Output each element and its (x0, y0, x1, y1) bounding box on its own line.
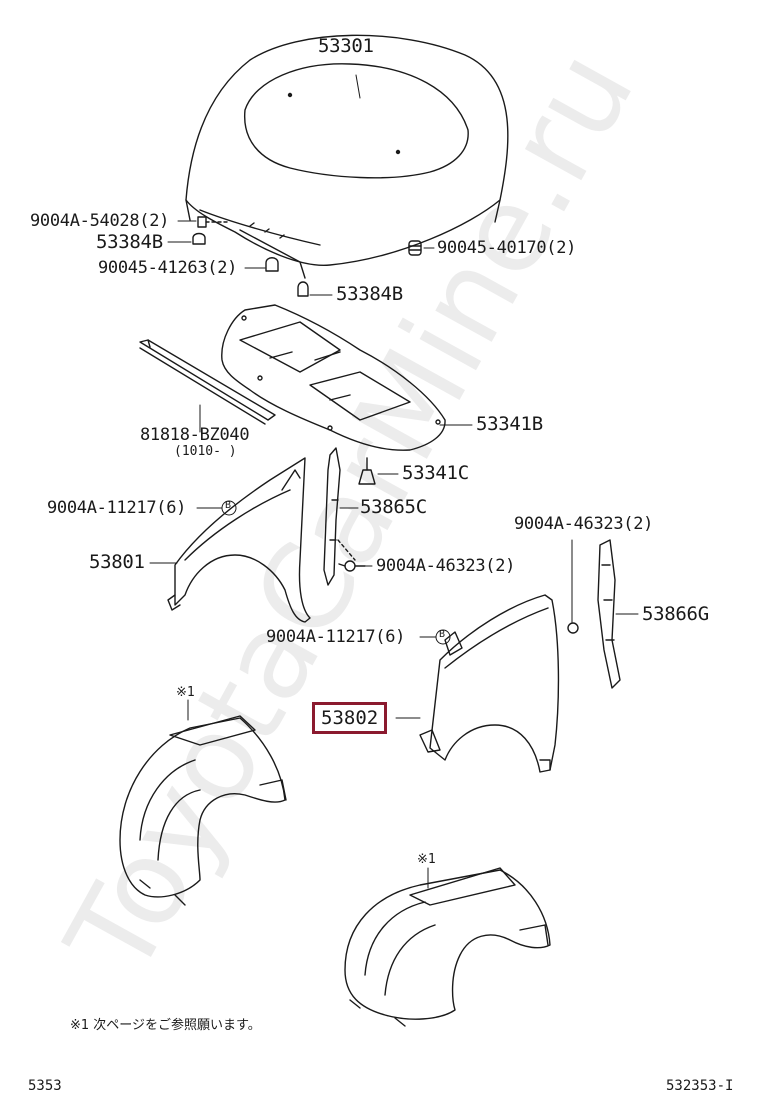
hood-fasteners[interactable] (192, 216, 422, 297)
part-label-90045-41263[interactable]: 90045-41263(2) (98, 258, 238, 278)
clip-53341c-drawing[interactable] (358, 457, 376, 485)
b-marker-circle-mid (435, 629, 451, 645)
part-label-9004a-54028[interactable]: 9004A-54028(2) (30, 211, 170, 231)
part-label-53384b-left[interactable]: 53384B (96, 231, 163, 253)
right-fender-liner-drawing[interactable] (344, 867, 551, 1027)
part-label-90045-40170[interactable]: 90045-40170(2) (437, 238, 577, 258)
b-marker-mid: B (439, 629, 446, 640)
part-label-53341c[interactable]: 53341C (402, 462, 469, 484)
hood-drawing[interactable] (185, 34, 509, 279)
leader-lines (149, 74, 639, 889)
part-label-9004a-46323-right[interactable]: 9004A-46323(2) (514, 514, 654, 534)
part-label-53866g[interactable]: 53866G (642, 603, 709, 625)
part-label-53341b[interactable]: 53341B (476, 413, 543, 435)
part-label-53301[interactable]: 53301 (318, 35, 374, 57)
part-label-53802-highlighted[interactable]: 53802 (312, 702, 388, 734)
bracket-53865c-drawing[interactable] (323, 447, 356, 586)
part-label-53865c[interactable]: 53865C (360, 496, 427, 518)
part-label-53801[interactable]: 53801 (89, 551, 145, 573)
bolt-46323-right-drawing[interactable] (567, 622, 579, 634)
bracket-53866g-drawing[interactable] (597, 539, 621, 689)
b-marker-circle-left (221, 500, 237, 516)
left-fender-drawing[interactable] (167, 457, 311, 623)
seal-drawing[interactable] (139, 339, 276, 425)
footer-left-code: 5353 (28, 1078, 62, 1094)
part-label-9004a-11217-left[interactable]: 9004A-11217(6) (47, 498, 187, 518)
insulator-drawing[interactable] (221, 304, 446, 451)
footer-right-code: 532353-I (666, 1078, 734, 1094)
part-note-81818: (1010- ) (174, 444, 237, 459)
right-fender-drawing[interactable] (419, 594, 560, 773)
part-label-81818-bz040[interactable]: 81818-BZ040 (140, 425, 250, 445)
part-label-9004a-46323-mid[interactable]: 9004A-46323(2) (376, 556, 516, 576)
part-label-9004a-11217-mid[interactable]: 9004A-11217(6) (266, 627, 406, 647)
footnote: ※1 次ページをご参照願います。 (70, 1018, 261, 1033)
left-fender-liner-drawing[interactable] (119, 715, 287, 906)
reference-mark-left-liner: ※1 (176, 685, 195, 700)
reference-mark-right-liner: ※1 (417, 852, 436, 867)
b-marker-left: B (225, 500, 232, 511)
part-label-53384b-bottom[interactable]: 53384B (336, 283, 403, 305)
